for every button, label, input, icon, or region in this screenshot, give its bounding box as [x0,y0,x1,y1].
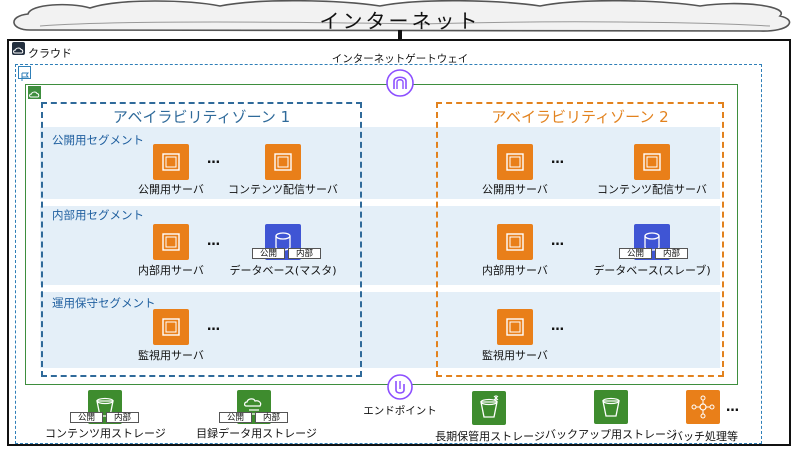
endpoint-label: エンドポイント [363,405,437,417]
internal-server-label-az2: 内部用サーバ [482,264,548,277]
content-server-label-az2: コンテンツ配信サーバ [597,183,707,196]
catalog-storage-label: 目録データ用ストレージ [196,427,317,440]
vpc-boundary [15,64,762,444]
public-server-label-az1: 公開用サーバ [138,183,204,196]
content-server-label-az1: コンテンツ配信サーバ [228,183,338,196]
archive-storage-label: 長期保管用ストレージ [435,430,545,443]
archive-bucket-icon [472,391,506,425]
public-tag: 公開 [619,248,652,259]
internet-gateway-icon [385,68,415,98]
compute-icon [153,309,189,345]
subnet-boundary [25,84,738,385]
monitor-server-label-az1: 監視用サーバ [138,349,204,362]
batch-processing-icon [686,390,720,424]
ellipsis: … [207,319,222,334]
availability-zone-1 [41,102,362,377]
segment-label-ops: 運用保守セグメント [52,296,156,310]
public-tag: 公開 [219,412,252,423]
compute-icon [634,144,670,180]
ellipsis: … [551,234,566,249]
internet-link [398,30,402,40]
ellipsis: … [551,319,566,334]
gateway-label: インターネットゲートウェイ [331,53,469,65]
segment-label-public: 公開用セグメント [52,133,144,147]
monitor-server-label-az2: 監視用サーバ [482,349,548,362]
compute-icon [497,309,533,345]
public-tag: 公開 [252,248,285,259]
internal-tag: 内部 [255,412,288,423]
subnet-cloud-icon [28,86,41,99]
region-flag-icon [18,66,31,81]
internal-tag: 内部 [288,248,321,259]
public-server-label-az2: 公開用サーバ [482,183,548,196]
database-master-label: データベース(マスタ) [229,264,337,277]
internet-label: インターネット [319,9,481,33]
cloud-icon [12,42,25,55]
compute-icon [265,144,301,180]
batch-processing-label: バッチ処理等 [672,430,738,443]
backup-storage-label: バックアップ用ストレージ [545,428,677,441]
availability-zone-2-title: アベイラビリティゾーン 2 [491,108,669,126]
cloud-shape [13,0,791,32]
ellipsis: … [726,400,741,415]
ellipsis: … [551,152,566,167]
compute-icon [497,144,533,180]
backup-bucket-icon [594,390,628,424]
database-slave-label: データベース(スレーブ) [593,264,711,277]
internal-tag: 内部 [655,248,688,259]
internal-tag: 内部 [106,412,139,423]
endpoint-icon [386,373,414,401]
internal-server-label-az1: 内部用サーバ [138,264,204,277]
compute-icon [497,224,533,260]
cloud-label: クラウド [28,47,72,60]
internet-cloud: インターネット [0,0,800,40]
compute-icon [153,224,189,260]
content-storage-label: コンテンツ用ストレージ [45,427,166,440]
public-tag: 公開 [70,412,103,423]
availability-zone-2 [436,102,724,377]
availability-zone-1-title: アベイラビリティゾーン 1 [112,108,291,126]
ellipsis: … [207,152,222,167]
compute-icon [153,144,189,180]
cloud-boundary [7,39,791,446]
segment-label-internal: 内部用セグメント [52,208,144,222]
ellipsis: … [207,234,222,249]
